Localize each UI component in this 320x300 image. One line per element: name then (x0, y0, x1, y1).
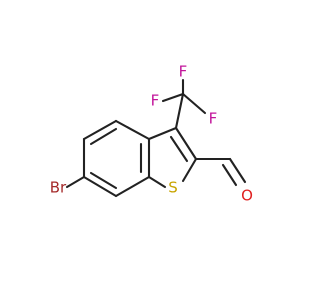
bond-cf3-f3 (181, 92, 207, 115)
bond-cho-o-double (221, 163, 238, 187)
atom-label-s: S (168, 179, 178, 197)
bond-c8-s (181, 157, 198, 183)
bond-c7-c8-double (169, 135, 189, 163)
bond-s-c4 (147, 175, 167, 189)
bond-c7-cf3 (174, 92, 185, 130)
bond-c2-c3 (114, 119, 151, 141)
molecule-structure: Br S O F F F (50, 63, 253, 205)
atom-label-f3: F (209, 110, 218, 128)
bond-layer (65, 78, 247, 198)
bond-c7-c8 (174, 126, 198, 161)
bond-c5-c6 (82, 175, 118, 198)
bond-c5-c6-double (89, 171, 118, 190)
atom-label-o: O (241, 187, 253, 205)
atom-label-f2: F (151, 92, 160, 110)
bond-c1-c2-double (89, 127, 118, 146)
bond-cho-o (228, 157, 247, 184)
bond-c1-c2 (82, 119, 118, 141)
atom-label-layer: Br S O F F F (50, 63, 253, 205)
atom-label-f1: F (179, 63, 188, 81)
bond-cf3-f2 (161, 92, 185, 103)
bond-c5-br (65, 175, 86, 189)
bond-c4-c5 (114, 175, 151, 198)
atom-label-br: Br (50, 179, 67, 197)
bond-c3-c7 (147, 126, 178, 141)
